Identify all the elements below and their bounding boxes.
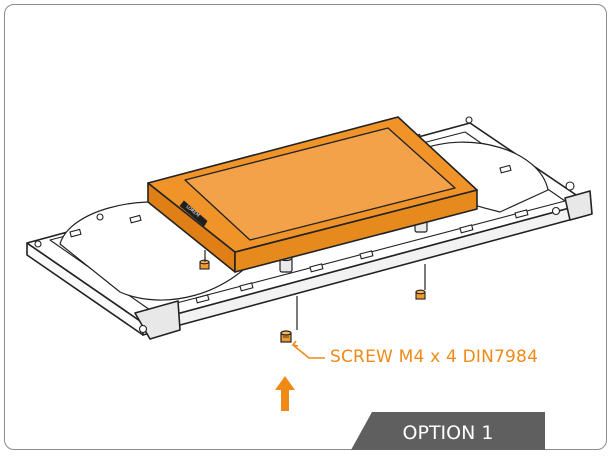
screw-callout-leader <box>291 340 325 359</box>
option-tab-shape <box>351 412 545 450</box>
up-arrow-icon <box>275 376 295 411</box>
plate-slots <box>34 116 575 334</box>
display-device: LOREM <box>147 116 478 273</box>
screw-callout-label: SCREW M4 x 4 DIN7984 <box>330 347 539 367</box>
option-label: OPTION 1 <box>402 422 494 444</box>
guide-lines <box>204 250 426 330</box>
screw-icon <box>280 330 292 343</box>
